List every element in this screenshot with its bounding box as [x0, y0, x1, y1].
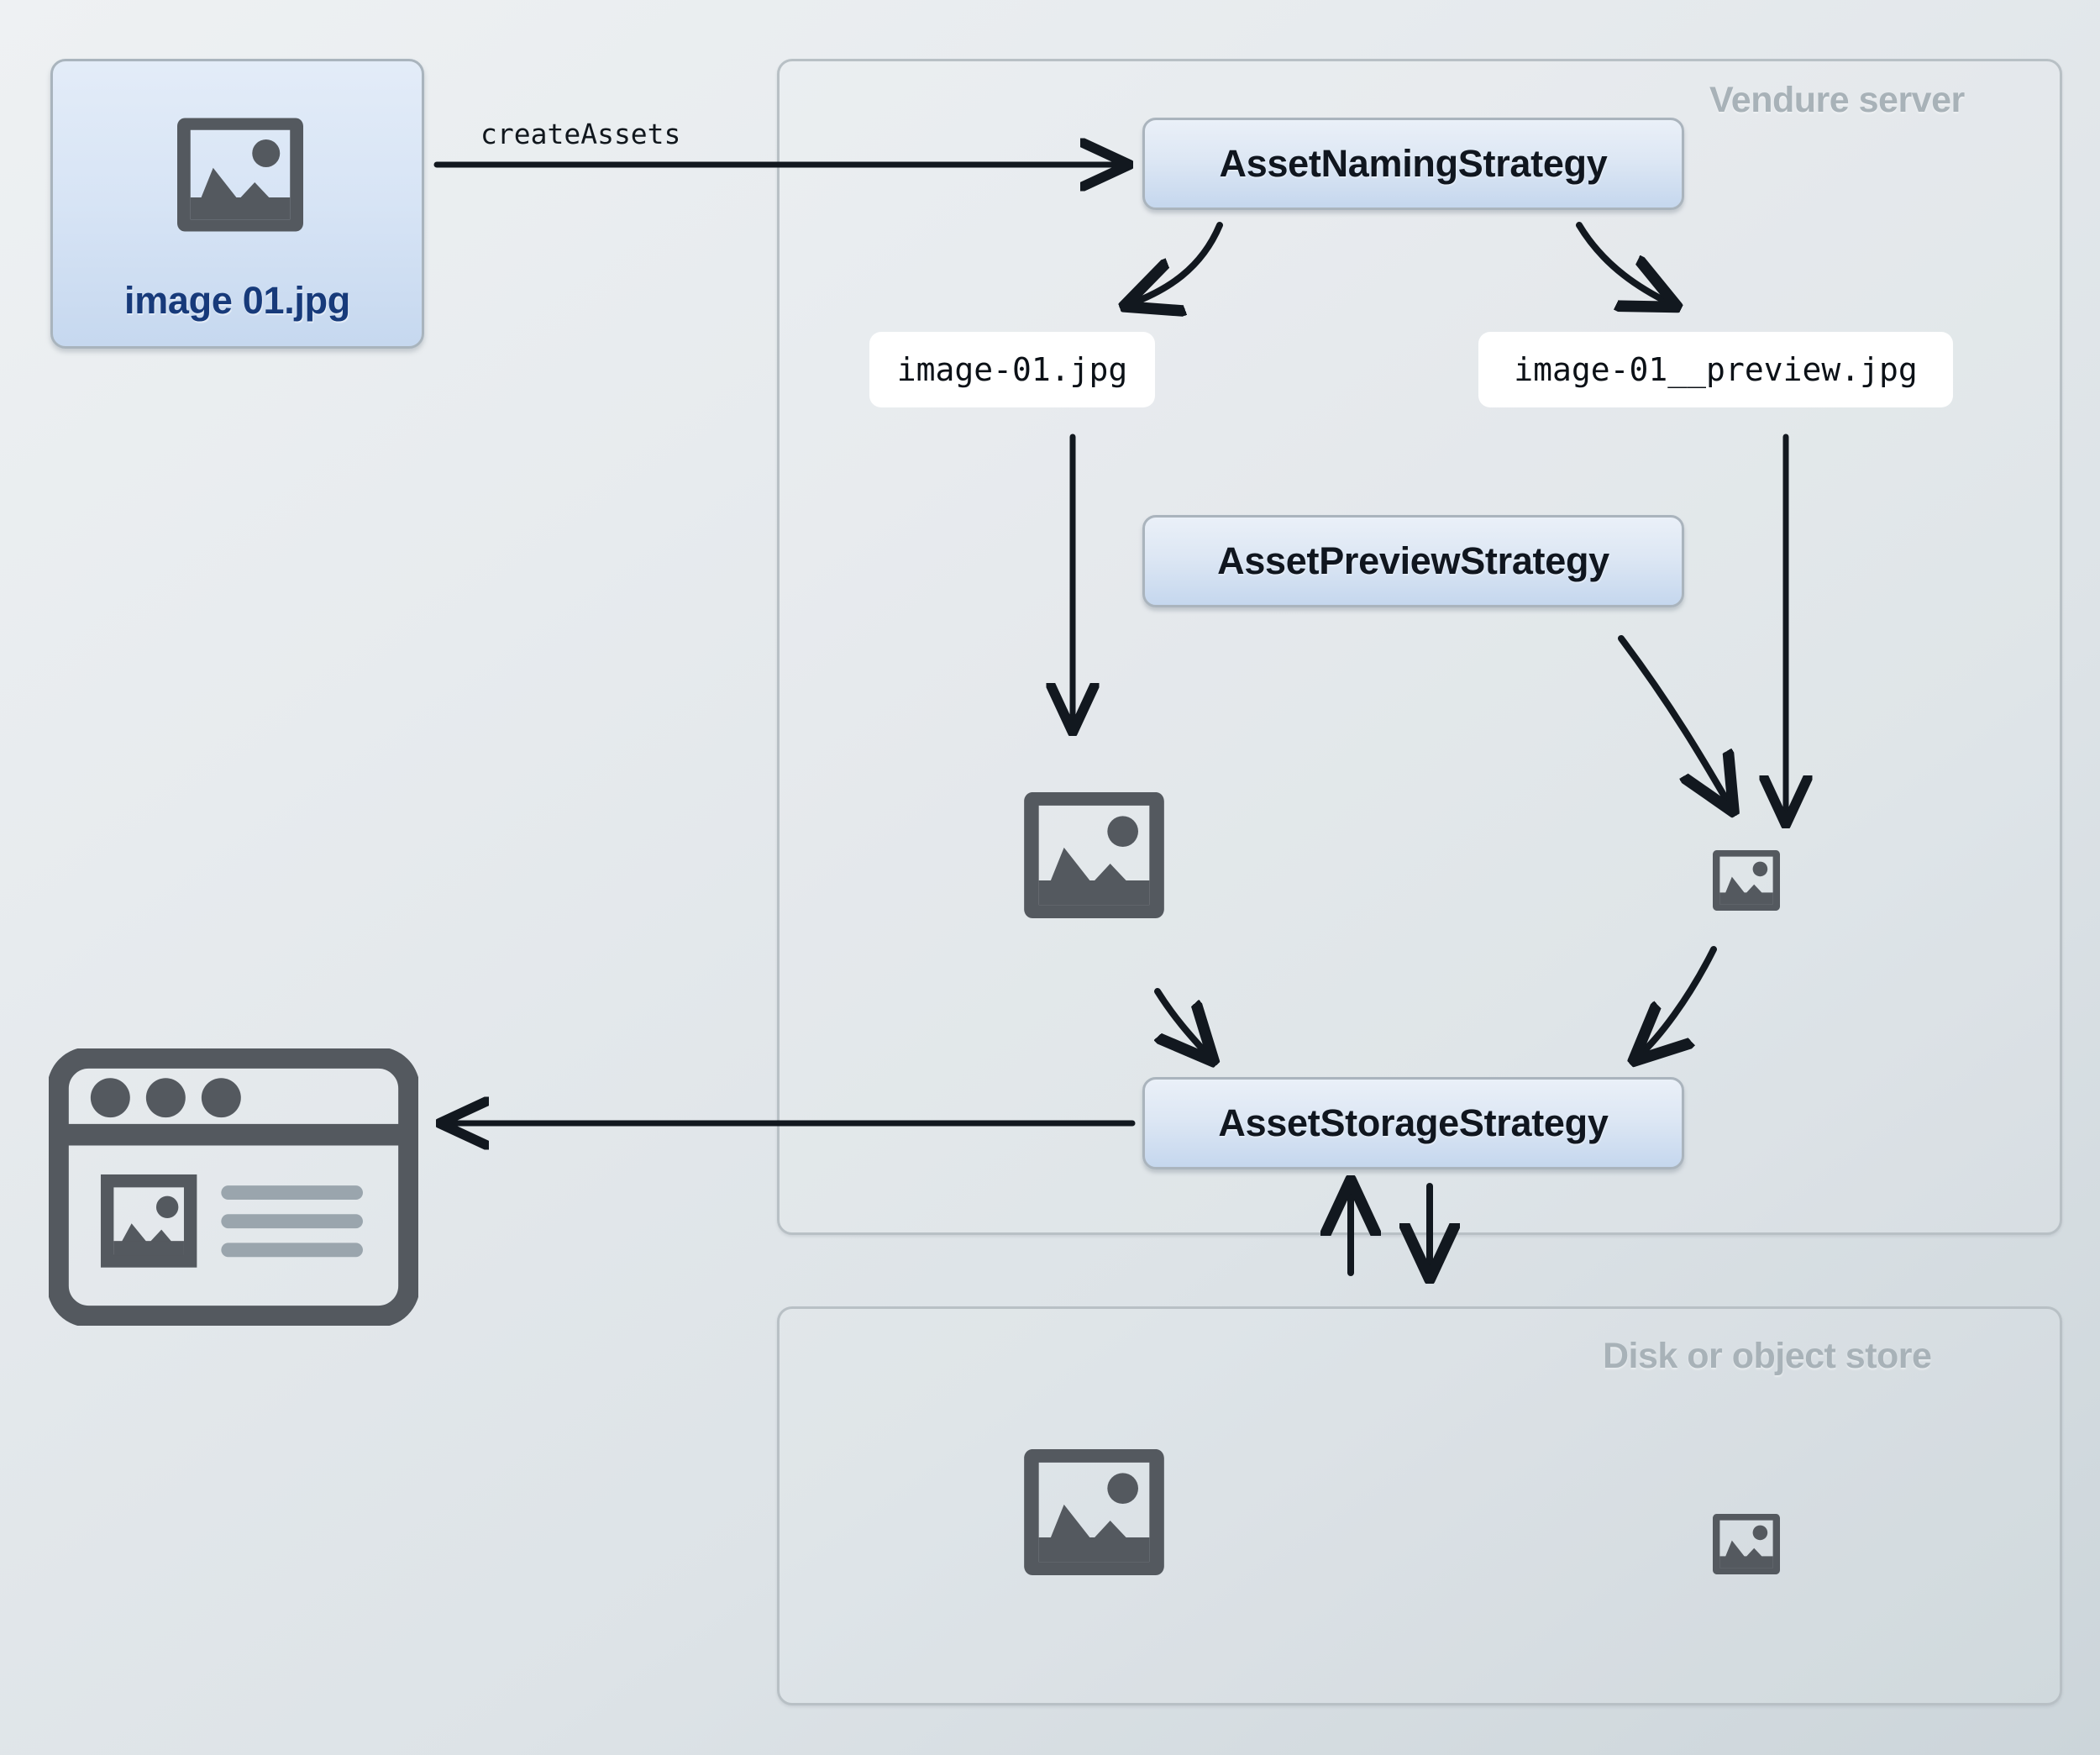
- image-icon-small: [1713, 850, 1780, 911]
- asset-storage-strategy-box[interactable]: AssetStorageStrategy: [1142, 1077, 1684, 1169]
- image-icon: [1024, 792, 1164, 918]
- asset-preview-strategy-label: AssetPreviewStrategy: [1217, 539, 1609, 582]
- vendure-server-group: [777, 59, 2062, 1235]
- filename-original-chip: image-01.jpg: [869, 332, 1155, 407]
- text-line: [221, 1185, 363, 1201]
- source-asset-card[interactable]: image 01.jpg: [50, 59, 424, 349]
- image-icon-small: [1713, 1514, 1780, 1574]
- window-dot: [90, 1078, 130, 1118]
- vendure-server-title: Vendure server: [1709, 80, 1965, 120]
- asset-storage-strategy-label: AssetStorageStrategy: [1218, 1101, 1609, 1144]
- filename-preview-text: image-01__preview.jpg: [1514, 351, 1918, 388]
- createassets-edge-label: createAssets: [480, 118, 681, 150]
- disk-object-store-title: Disk or object store: [1603, 1336, 1932, 1376]
- asset-naming-strategy-label: AssetNamingStrategy: [1219, 142, 1608, 185]
- disk-object-store-group: [777, 1306, 2062, 1705]
- window-dot: [145, 1078, 186, 1118]
- text-line: [221, 1214, 363, 1229]
- filename-original-text: image-01.jpg: [896, 351, 1128, 388]
- image-icon: [177, 118, 303, 232]
- browser-window-icon: [49, 1048, 418, 1326]
- window-dot: [201, 1078, 241, 1118]
- image-icon-small: [100, 1174, 197, 1268]
- filename-preview-chip: image-01__preview.jpg: [1478, 332, 1953, 407]
- source-asset-filename: image 01.jpg: [124, 279, 350, 322]
- text-line: [221, 1243, 363, 1258]
- asset-naming-strategy-box[interactable]: AssetNamingStrategy: [1142, 118, 1684, 210]
- image-icon: [1024, 1449, 1164, 1575]
- asset-preview-strategy-box[interactable]: AssetPreviewStrategy: [1142, 515, 1684, 607]
